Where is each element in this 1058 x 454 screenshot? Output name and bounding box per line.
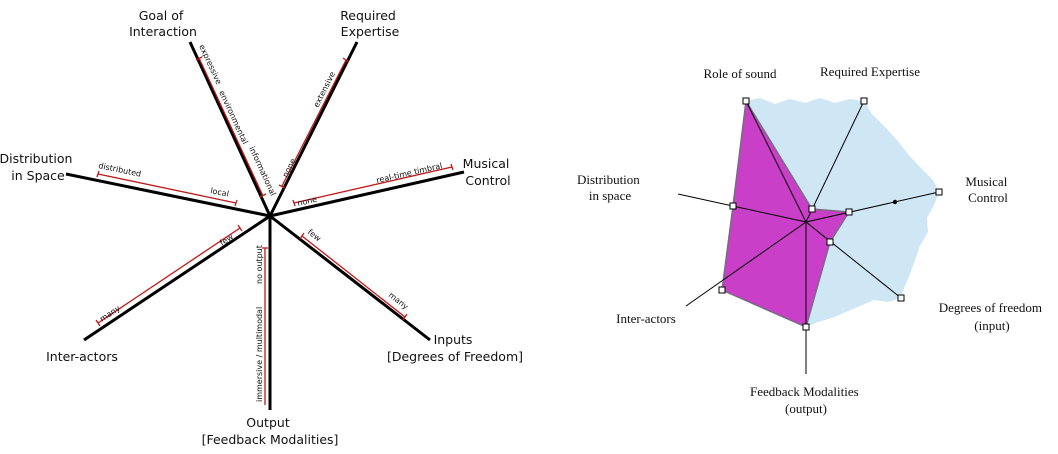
marker-space <box>729 202 737 210</box>
range-inputs <box>301 235 406 318</box>
tick-space-local: local <box>210 186 230 199</box>
range-expertise-cap-b <box>278 184 286 189</box>
filled-area <box>721 98 851 329</box>
spoke-space <box>677 193 807 223</box>
marker-interactors <box>718 286 726 294</box>
range-goal-cap-a <box>195 56 203 61</box>
marker-expertise <box>860 97 868 105</box>
axis-label-inputs: Inputs [Degrees of Freedom] <box>387 332 523 364</box>
range-control-cap-a <box>292 199 296 207</box>
axis-label-output: Output [Feedback Modalities] <box>202 415 339 447</box>
tick-interactors-many: many <box>98 304 122 324</box>
spoke-dof <box>805 221 902 299</box>
range-control-cap-b <box>450 163 454 171</box>
tick-output-no-output: no output <box>255 245 264 284</box>
right-radar-diagram: Role of sound Required Expertise Musical… <box>577 64 1045 416</box>
spoke-interactors <box>685 221 807 307</box>
label-musical-control: Musical Control <box>965 174 1010 205</box>
label-inter-actors: Inter-actors <box>616 311 676 326</box>
label-required-expertise: Required Expertise <box>820 64 920 79</box>
marker-feedback <box>802 323 810 331</box>
tick-space-distributed: distributed <box>98 161 142 179</box>
range-space-cap-a <box>96 170 100 178</box>
range-interactors-cap-b <box>95 319 101 327</box>
range-interactors <box>97 227 241 324</box>
marker-control-outer <box>935 188 943 196</box>
range-interactors-cap-a <box>237 224 243 232</box>
tick-output-immersive: immersive / multimodal <box>255 307 264 402</box>
axis-expertise <box>268 41 359 217</box>
axis-label-space: Distribution in Space <box>0 151 76 183</box>
spoke-control <box>805 191 940 223</box>
label-degrees-of-freedom: Degrees of freedom (input) <box>939 300 1045 333</box>
marker-control-inner <box>845 208 853 216</box>
range-space-cap-b <box>234 199 238 207</box>
marker-role <box>742 97 750 105</box>
label-distribution-in-space: Distribution in space <box>577 172 643 203</box>
range-goal-cap-b <box>259 193 267 198</box>
axis-space <box>65 172 271 218</box>
label-feedback-modalities: Feedback Modalities (output) <box>750 384 862 416</box>
range-space <box>97 173 237 204</box>
spoke-role <box>745 100 807 223</box>
axis-label-goal: Goal of Interaction <box>129 8 197 39</box>
tick-control-real-time-timbral: real-time timbral <box>375 161 443 185</box>
axis-interactors <box>83 214 271 342</box>
marker-dof-outer <box>897 294 905 302</box>
marker-dof-inner <box>826 238 834 246</box>
marker-expertise-inner <box>808 205 816 213</box>
range-inputs-cap-a <box>299 232 305 240</box>
axis-inputs <box>269 214 431 342</box>
axis-goal <box>188 41 272 217</box>
range-control <box>293 166 453 204</box>
tick-control-none: none <box>296 195 318 208</box>
axis-label-control: Musical Control <box>463 156 514 188</box>
axis-control <box>269 170 465 218</box>
spoke-expertise <box>805 100 865 223</box>
range-goal <box>198 57 264 197</box>
marker-control-mid <box>892 199 898 205</box>
left-dimension-diagram: Goal of Interaction Required Expertise M… <box>0 8 523 447</box>
range-expertise <box>281 59 347 187</box>
axis-label-interactors: Inter-actors <box>46 349 118 364</box>
range-expertise-cap-a <box>342 57 350 63</box>
label-role-of-sound: Role of sound <box>704 66 777 81</box>
range-inputs-cap-b <box>402 313 408 321</box>
axis-label-expertise: Required Expertise <box>340 8 400 39</box>
